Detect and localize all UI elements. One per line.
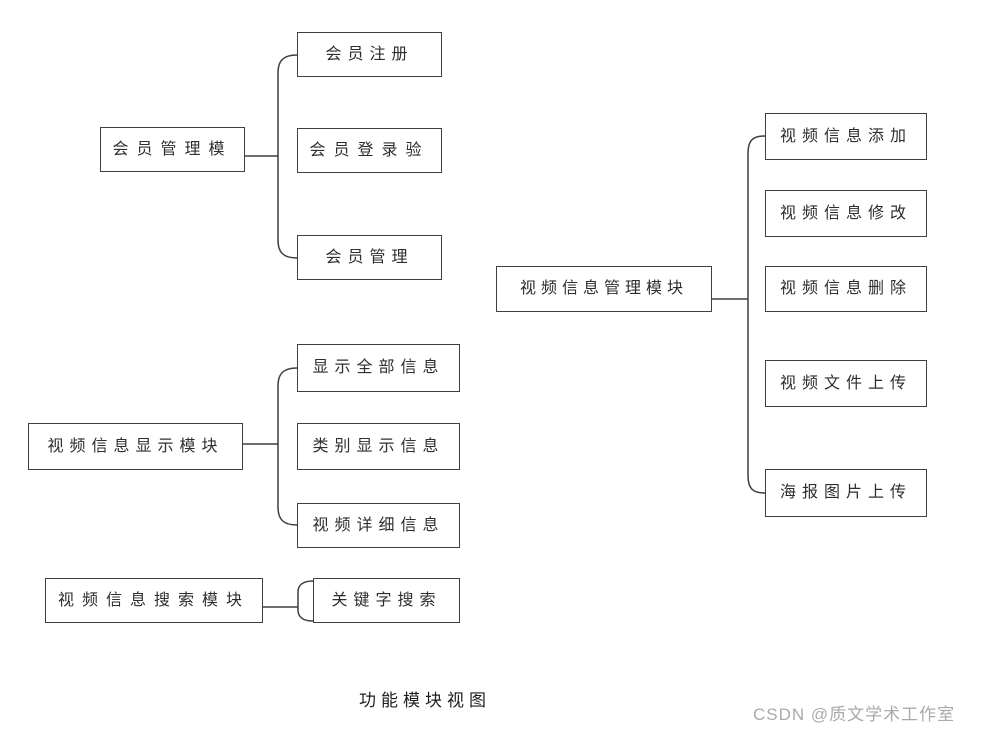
member-register-box: 会员注册 xyxy=(297,32,442,77)
video-info-management-bracket-connector xyxy=(712,135,766,494)
video-info-display-bracket-connector xyxy=(243,367,298,526)
video-info-add-box: 视频信息添加 xyxy=(765,113,927,160)
category-display-info-box: 类别显示信息 xyxy=(297,423,460,470)
video-info-management-module-box: 视频信息管理模块 xyxy=(496,266,712,312)
member-management-module-box: 会员管理模 xyxy=(100,127,245,172)
member-login-verify-box: 会员登录验 xyxy=(297,128,442,173)
keyword-search-box: 关键字搜索 xyxy=(313,578,460,623)
video-info-search-module-box: 视频信息搜索模块 xyxy=(45,578,263,623)
display-all-info-box: 显示全部信息 xyxy=(297,344,460,392)
video-info-edit-box: 视频信息修改 xyxy=(765,190,927,237)
video-info-delete-box: 视频信息删除 xyxy=(765,266,927,312)
watermark-text: CSDN @质文学术工作室 xyxy=(753,705,956,724)
video-detail-info-box: 视频详细信息 xyxy=(297,503,460,548)
video-file-upload-box: 视频文件上传 xyxy=(765,360,927,407)
member-management-bracket-connector xyxy=(245,54,298,259)
poster-image-upload-box: 海报图片上传 xyxy=(765,469,927,517)
member-manage-box: 会员管理 xyxy=(297,235,442,280)
diagram-caption: 功能模块视图 xyxy=(359,691,491,710)
video-info-display-module-box: 视频信息显示模块 xyxy=(28,423,243,470)
video-info-search-bracket-connector xyxy=(262,580,314,622)
